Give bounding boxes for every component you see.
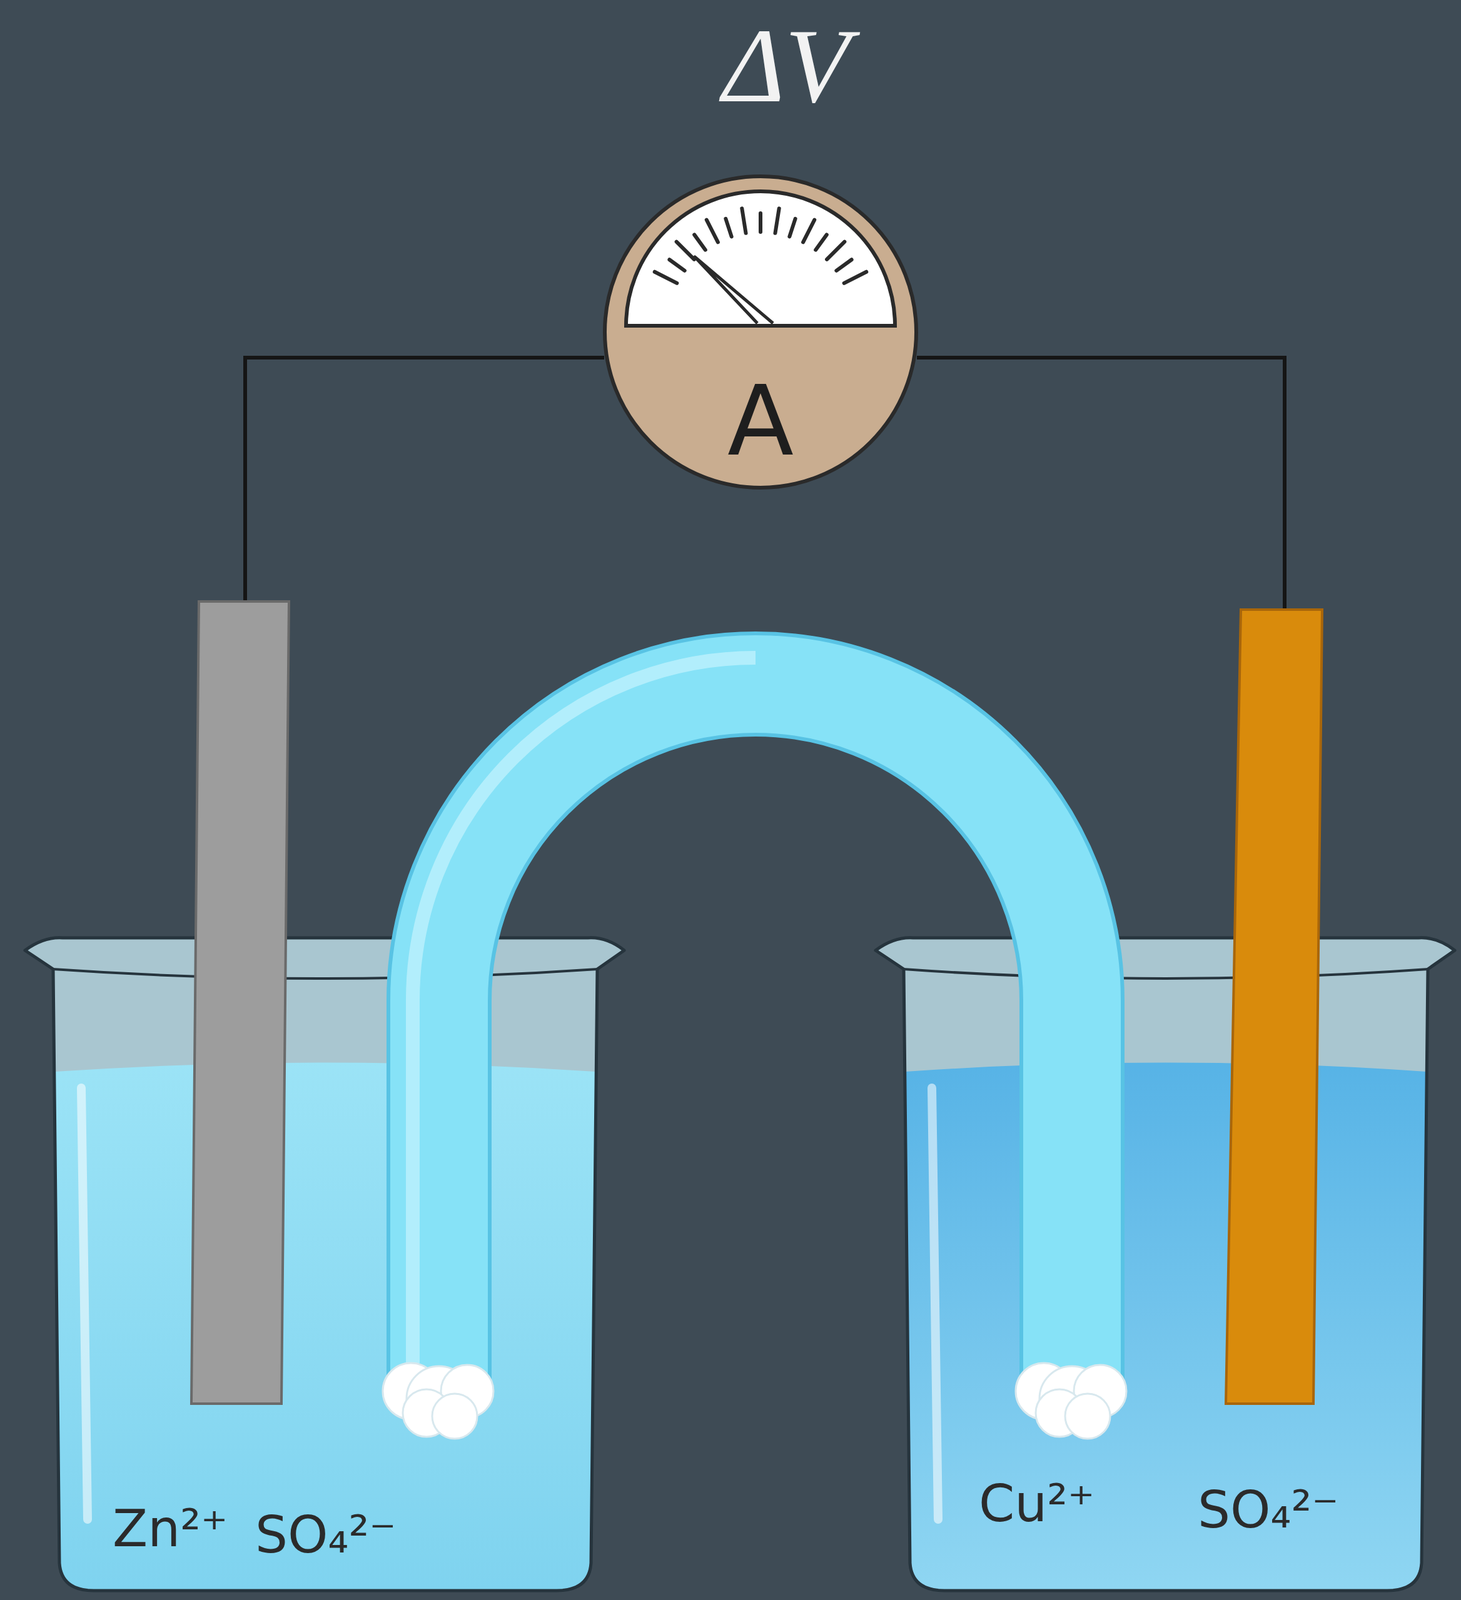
dial-tick bbox=[694, 234, 706, 250]
ion-label: SO₄²⁻ bbox=[255, 1509, 397, 1562]
dial-tick bbox=[844, 272, 867, 284]
dial-tick bbox=[758, 213, 763, 233]
dial-tick bbox=[789, 218, 795, 238]
beaker-glass bbox=[875, 938, 1455, 1592]
cotton-puff bbox=[1035, 1389, 1084, 1438]
beaker-outline bbox=[875, 938, 1455, 1592]
dial-tick bbox=[725, 218, 732, 238]
beaker-shape bbox=[25, 925, 626, 1595]
dial-tick bbox=[706, 220, 718, 243]
dial-tick bbox=[815, 234, 827, 250]
cotton-plug bbox=[382, 1363, 494, 1440]
cotton-plug bbox=[1015, 1363, 1127, 1440]
dial-tick bbox=[741, 208, 746, 234]
dial-tick bbox=[826, 242, 845, 260]
cotton-puff bbox=[1065, 1394, 1111, 1440]
voltage-title: ΔV bbox=[722, 12, 850, 119]
beaker-shape bbox=[875, 925, 1456, 1595]
wire bbox=[245, 357, 605, 604]
beaker-glass bbox=[25, 938, 625, 1592]
wire bbox=[916, 357, 1285, 610]
salt-bridge bbox=[439, 684, 1072, 1386]
zinc-electrode bbox=[191, 601, 289, 1405]
ion-label: SO₄²⁻ bbox=[1197, 1484, 1340, 1537]
cotton-puff bbox=[1015, 1363, 1072, 1420]
glass-highlight bbox=[81, 1088, 88, 1520]
copper-beaker: Cu²⁺ SO₄²⁻ bbox=[875, 925, 1456, 1595]
meter-dial bbox=[626, 191, 895, 326]
cotton-puff bbox=[1073, 1365, 1127, 1418]
copper-electrode bbox=[1225, 609, 1323, 1405]
cotton-puff bbox=[432, 1394, 478, 1440]
cotton-puff bbox=[402, 1389, 451, 1438]
ion-label: Cu²⁺ bbox=[978, 1478, 1095, 1530]
solution bbox=[54, 1063, 597, 1592]
beaker-rim bbox=[903, 969, 1428, 979]
dial-tick bbox=[669, 259, 685, 271]
cotton-puff bbox=[406, 1366, 472, 1432]
ammeter-letter: A bbox=[727, 372, 794, 470]
dial-tick bbox=[803, 220, 815, 243]
dial-tick bbox=[774, 208, 779, 234]
beaker-rim bbox=[53, 969, 598, 979]
dial-tick bbox=[836, 259, 852, 271]
dial-tick bbox=[654, 272, 678, 284]
solution bbox=[904, 1063, 1427, 1592]
beaker-outline bbox=[25, 938, 625, 1592]
cotton-puff bbox=[440, 1365, 494, 1418]
ion-label: Zn²⁺ bbox=[112, 1503, 228, 1555]
cotton-puff bbox=[382, 1363, 440, 1420]
ammeter: A bbox=[602, 173, 919, 491]
dial-tick bbox=[676, 242, 695, 260]
meter-body bbox=[604, 176, 917, 488]
zinc-beaker: Zn²⁺ SO₄²⁻ bbox=[25, 925, 626, 1595]
glass-highlight bbox=[931, 1088, 939, 1520]
meter-needle bbox=[694, 257, 774, 324]
salt-bridge-edge bbox=[439, 684, 1072, 1386]
cotton-puff bbox=[1039, 1366, 1105, 1432]
bridge-highlight bbox=[412, 657, 756, 1364]
